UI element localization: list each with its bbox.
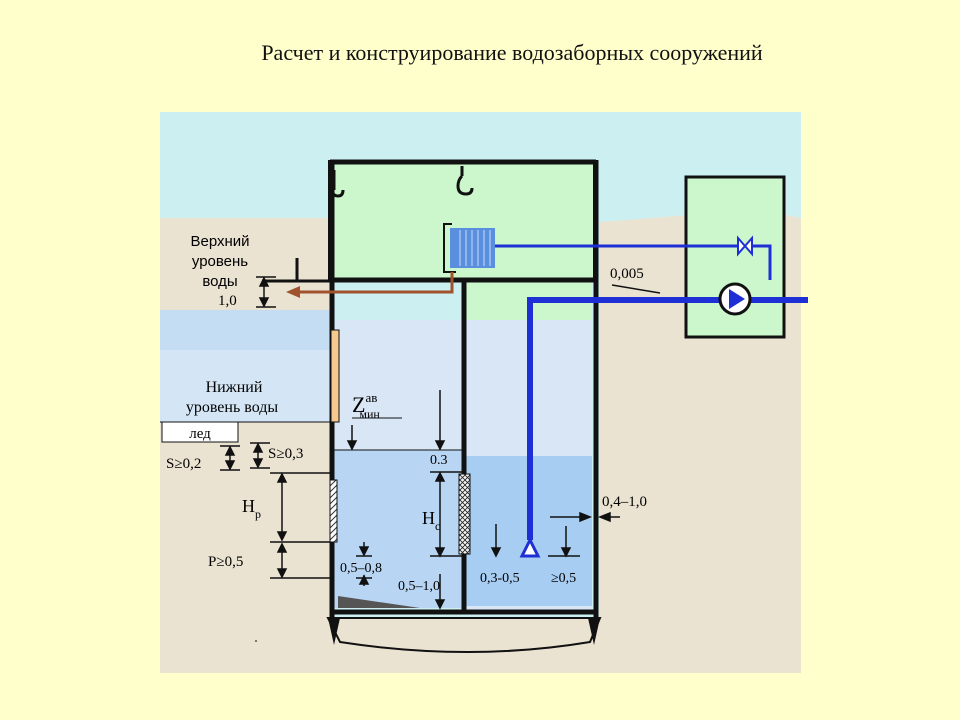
level-03-label: 0.3 [430, 453, 448, 468]
s-ge-03-label: S≥0,3 [268, 446, 303, 462]
hp-label: Hр [242, 496, 261, 521]
blue-pipes [495, 244, 772, 280]
ge-05-label: ≥0,5 [551, 571, 576, 586]
hc-label: Hс [422, 508, 440, 533]
upper-level-label-1: Верхний [190, 233, 249, 250]
pump-arrow [729, 289, 745, 309]
valve-icon [737, 235, 753, 257]
flushing-pipe [300, 272, 454, 294]
page-title: Расчет и конструирование водозаборных со… [261, 40, 763, 65]
filter-unit-frame [443, 223, 456, 273]
hook-icon [456, 166, 474, 196]
foundation [326, 617, 602, 653]
upper-intake-window [330, 329, 340, 423]
suction-pipe [527, 297, 808, 540]
foundation-left-knife [328, 618, 340, 645]
mesh-screen [458, 473, 471, 555]
ice-label: лед [189, 426, 211, 442]
lower-level-label-2: уровень воды [186, 399, 279, 416]
gap-05-08-label: 0,5–0,8 [340, 561, 382, 576]
lower-level-label-1: Нижний [206, 379, 263, 396]
upper-level-label-3: воды [202, 273, 237, 290]
slope-label: 0,005 [610, 266, 644, 282]
lower-intake-grille [329, 479, 338, 543]
ice-block [161, 421, 239, 443]
outlet-stub [262, 258, 332, 283]
upper-level-label-2: уровень [192, 253, 248, 270]
p-ge-05-label: P≥0,5 [208, 554, 243, 570]
dimension-lines [220, 276, 661, 610]
foundation-right-knife [588, 618, 600, 645]
gap-03-05-label: 0,3-0,5 [480, 571, 520, 586]
dot-mark [255, 640, 257, 642]
filter-lines [459, 230, 491, 266]
gap-04-10-label: 0,4–1,0 [602, 494, 647, 510]
hook-icon [329, 170, 345, 198]
sediment-slope [338, 596, 420, 608]
upper-gap-label: 1,0 [218, 293, 237, 309]
gap-05-10-label: 0,5–1,0 [398, 579, 440, 594]
suction-bell-icon [519, 536, 541, 558]
s-ge-02-label: S≥0,2 [166, 456, 201, 472]
river-upper-water [160, 310, 332, 350]
